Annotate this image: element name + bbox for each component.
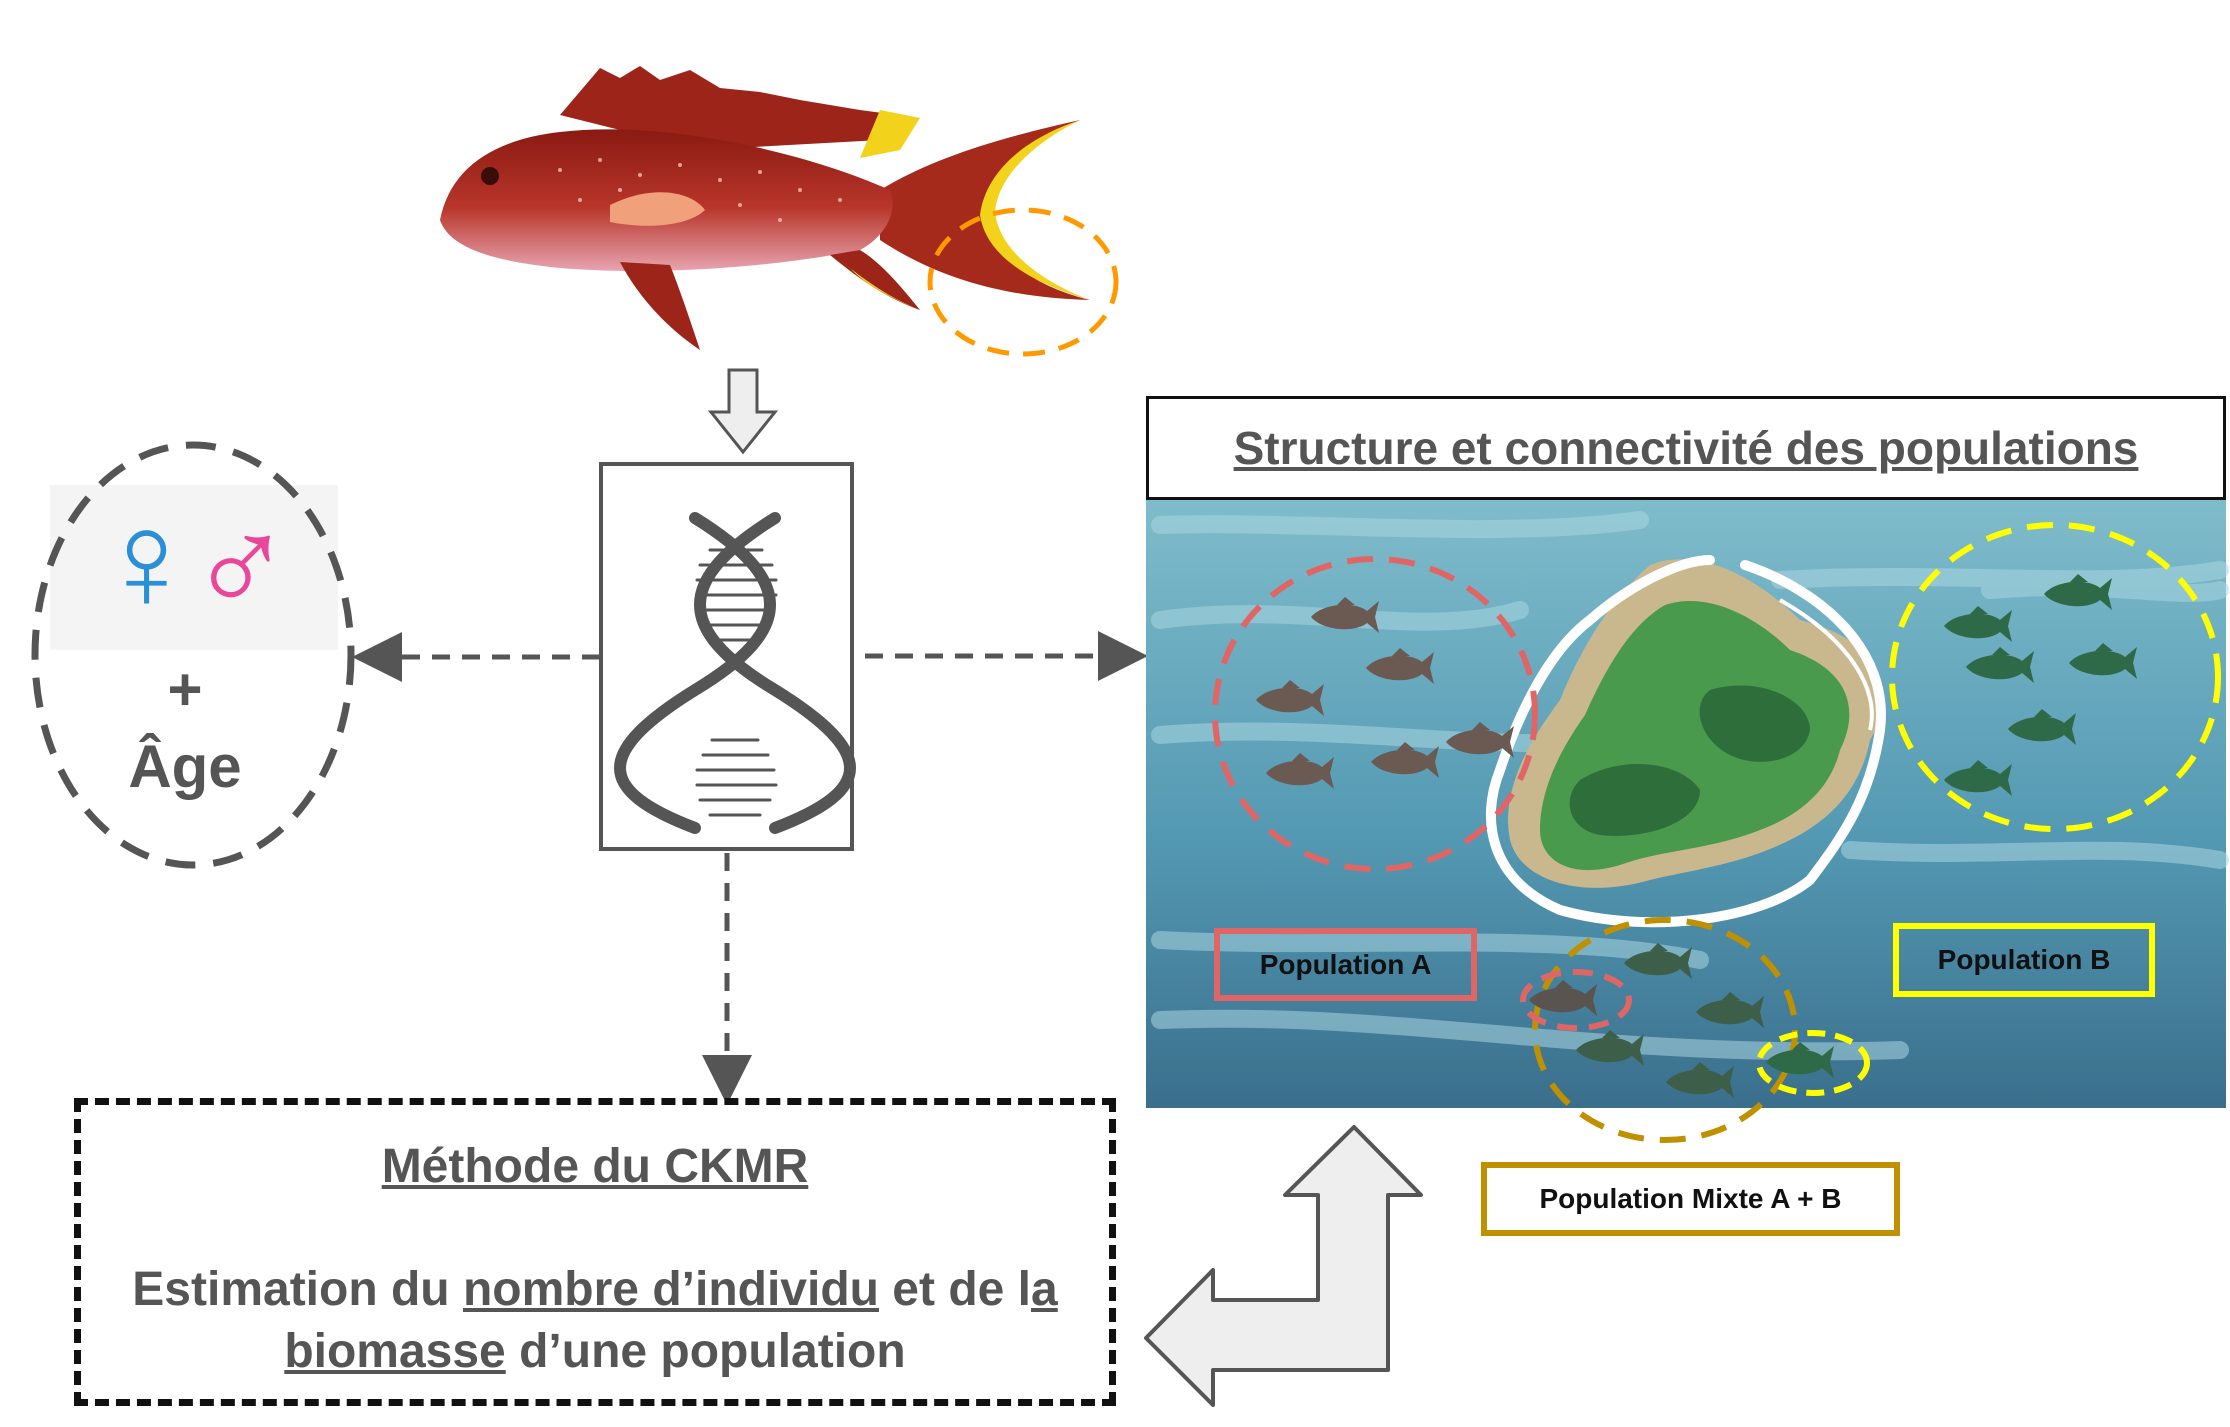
- population-mixte-label: Population Mixte A + B: [1539, 1183, 1842, 1214]
- mixte-sample-a-circle: [1520, 969, 1632, 1031]
- sex-symbol-background: [50, 485, 338, 650]
- ckmr-title: Méthode du CKMR: [381, 1140, 809, 1193]
- ckmr-line1-letter: a: [1031, 1263, 1058, 1316]
- population-a-box-border: [1214, 928, 1477, 1001]
- structure-title-box: Structure et connectivité des population…: [1146, 396, 2226, 500]
- sex-age-circle: [31, 441, 355, 869]
- down-arrow: [707, 368, 779, 455]
- ckmr-description: Estimation du nombre d’individu et de la…: [81, 1259, 1109, 1383]
- ckmr-line2-underlined: biomasse: [284, 1325, 506, 1378]
- dna-helix-icon: [614, 512, 856, 834]
- fish-illustration: [440, 66, 1090, 350]
- tail-sample-circle: [927, 207, 1119, 357]
- sea-map: [1146, 500, 2229, 1108]
- female-symbol-icon: ♀: [94, 482, 199, 639]
- age-label: Âge: [128, 733, 242, 800]
- population-b-label: Population B: [1937, 944, 2111, 975]
- plus-sign: +: [167, 656, 203, 723]
- population-a-label: Population A: [1259, 948, 1432, 980]
- population-b-circle: [1889, 522, 2221, 832]
- mixte-sample-b-circle: [1756, 1030, 1870, 1096]
- population-b-box-border: [1893, 923, 2155, 997]
- fish-eye: [481, 167, 499, 185]
- population-mixte-box-border: [1481, 1162, 1900, 1236]
- male-symbol-icon: ♂: [188, 482, 293, 639]
- structure-title: Structure et connectivité des population…: [1233, 422, 2139, 474]
- ckmr-box: Méthode du CKMR Estimation du nombre d’i…: [74, 1098, 1116, 1406]
- ckmr-line1-middle: et de l: [878, 1263, 1032, 1316]
- population-a-circle: [1212, 556, 1538, 872]
- population-mixte-circle: [1532, 917, 1798, 1143]
- ckmr-line1-prefix: Estimation du: [132, 1263, 463, 1316]
- return-arrow: [1144, 1125, 1423, 1407]
- ckmr-line1-underlined: nombre d’individu: [462, 1263, 879, 1316]
- ckmr-line2-suffix: d’une population: [505, 1325, 906, 1378]
